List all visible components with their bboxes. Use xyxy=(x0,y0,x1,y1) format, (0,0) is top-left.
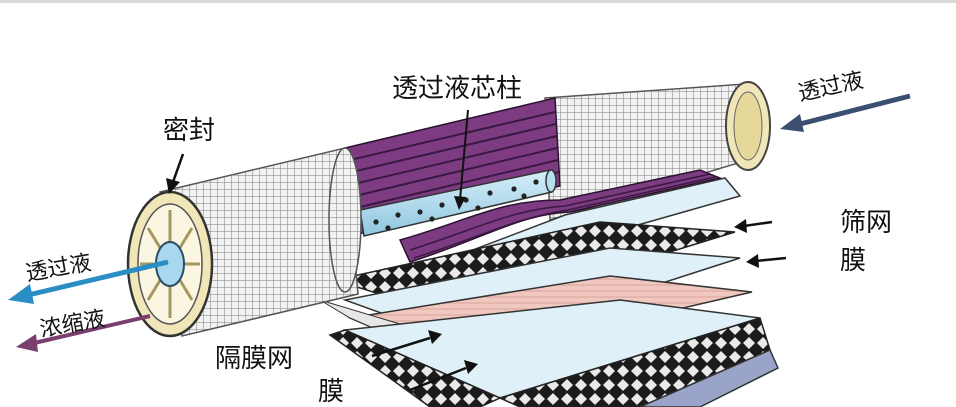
screen-membrane-label-line1: 筛网 xyxy=(840,208,893,238)
permeate-core-tube xyxy=(359,169,557,237)
right-mesh-section xyxy=(544,81,771,221)
spacer-membrane-label-line1: 隔膜网 xyxy=(215,344,294,374)
spacer-membrane-pointer-arrows xyxy=(371,330,478,392)
left-end-cap xyxy=(126,190,214,338)
layer-spacer-mesh-2 xyxy=(328,329,502,407)
spacer-membrane-label-line2: 膜 xyxy=(318,377,345,407)
exploded-membrane-layers xyxy=(319,177,779,407)
permeate-in-arrow xyxy=(780,93,911,132)
permeate-tube-label: 透过液芯柱 xyxy=(392,74,523,104)
permeate-tube-pointer-arrow xyxy=(454,109,469,210)
seal-label: 密封 xyxy=(163,116,216,146)
unrolling-purple-sheet xyxy=(398,169,723,263)
permeate-out-arrow xyxy=(8,259,169,304)
top-border xyxy=(0,0,956,3)
screen-membrane-label-line2: 膜 xyxy=(840,246,867,276)
screen-membrane-pointer-arrows xyxy=(734,219,787,268)
concentrate-arrow xyxy=(16,314,151,352)
layer-bottom-blue xyxy=(639,349,779,407)
seal-pointer-arrow xyxy=(166,153,185,194)
